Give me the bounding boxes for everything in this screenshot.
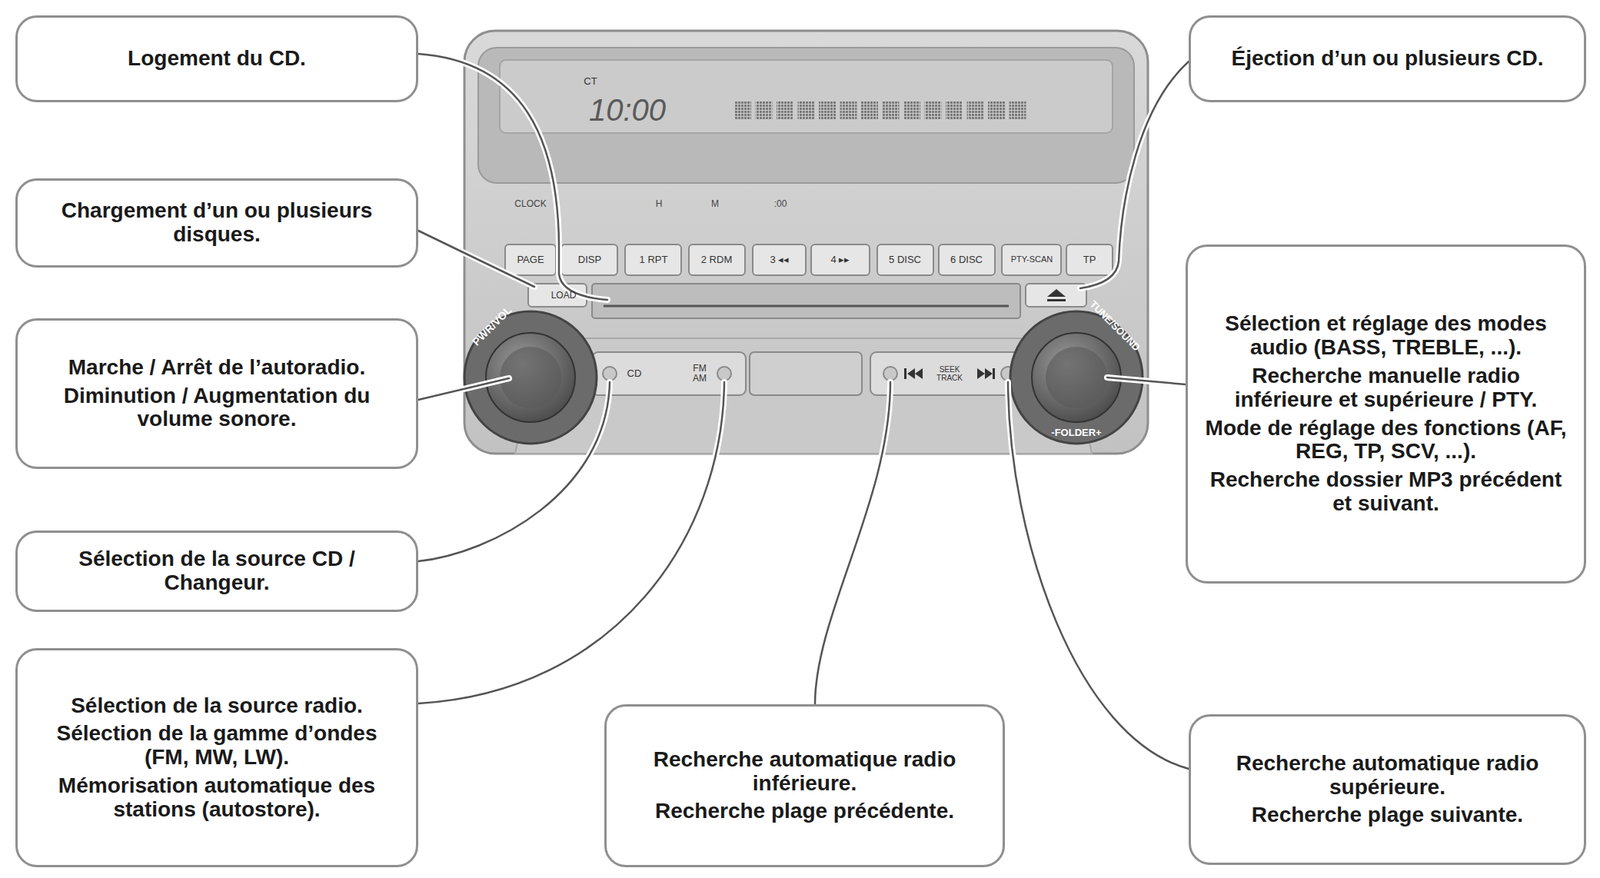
display-cell <box>776 100 794 120</box>
control-label: 3 ◂◂ <box>770 254 790 266</box>
callout-box: Logement du CD. <box>15 15 419 103</box>
display-cell <box>987 100 1005 120</box>
callout-box: Sélection de la source CD / Changeur. <box>15 530 419 613</box>
callout-text: Recherche plage précédente. <box>655 799 955 824</box>
callout-text: Recherche manuelle radio inférieure et s… <box>1201 364 1571 413</box>
cd-slot <box>592 283 1021 319</box>
callout-text: Sélection de la gamme d’ondes (FM, MW, L… <box>31 721 403 770</box>
callout-box: Éjection d’un ou plusieurs CD. <box>1188 15 1587 103</box>
display-cell <box>882 100 900 120</box>
control-label: -FOLDER+ <box>1051 427 1102 439</box>
callout-text: Mémorisation automatique des stations (a… <box>31 774 403 822</box>
display-cell <box>861 100 879 120</box>
callout-text: Éjection d’un ou plusieurs CD. <box>1230 46 1544 71</box>
control-label: DISP <box>578 254 602 266</box>
dot-matrix-display <box>734 100 1027 120</box>
callout-text: Recherche plage suivante. <box>1251 803 1524 828</box>
control-label: :00 <box>774 199 788 210</box>
display-cell <box>1009 100 1027 120</box>
control-label: 4 ▸▸ <box>831 254 851 266</box>
control-label: 1 RPT <box>639 254 669 266</box>
callout-box: Marche / Arrêt de l’autoradio. Diminution… <box>15 318 419 470</box>
callout-text: Recherche dossier MP3 précédent et suiva… <box>1201 468 1571 516</box>
control-label: CLOCK <box>514 199 546 210</box>
display-cell <box>818 100 836 120</box>
callout-box: Sélection de la source radio.Sélection d… <box>15 648 419 868</box>
lower-controls <box>592 352 1025 396</box>
callout-text: Chargement d’un ou plusieurs disques. <box>31 199 403 247</box>
callout-box: Chargement d’un ou plusieurs disques. <box>15 178 419 268</box>
control-label: H <box>655 199 663 210</box>
control-label: PTY-SCAN <box>1011 255 1054 265</box>
leader-lines-halo <box>418 53 1189 769</box>
display-cell <box>903 100 921 120</box>
control-label: 5 DISC <box>888 254 922 266</box>
callout-text: Diminution / Augmentation du volume sono… <box>31 384 403 433</box>
control-label: 6 DISC <box>950 254 983 266</box>
callout-box: Sélection et réglage des modes audio (BA… <box>1185 244 1587 584</box>
control-label: 10:00 <box>588 93 666 127</box>
radio-body <box>464 30 1148 454</box>
callout-text: Sélection et réglage des modes audio (BA… <box>1201 312 1571 360</box>
callout-box: Recherche automatique radio supérieure. R… <box>1188 714 1587 865</box>
display-cell <box>967 100 985 120</box>
callout-text: Logement du CD. <box>127 46 307 71</box>
display-cell <box>734 100 752 120</box>
display-cell <box>840 100 858 120</box>
leader-lines <box>418 53 1189 769</box>
eject-symbol <box>1047 289 1066 302</box>
callout-text: Recherche automatique radio supérieure. <box>1204 751 1571 800</box>
display-cell <box>945 100 963 120</box>
control-label: M <box>711 199 719 210</box>
cd-slot-opening <box>603 305 1009 308</box>
display-cell <box>924 100 942 120</box>
callout-text: Sélection de la source CD / Changeur. <box>31 547 403 596</box>
callout-text: Marche / Arrêt de l’autoradio. <box>68 355 366 380</box>
control-label: PAGE <box>516 254 544 266</box>
control-label: FM AM <box>689 363 710 383</box>
control-label: SEEK TRACK <box>935 365 964 383</box>
display-cell <box>755 100 773 120</box>
callout-text: Recherche automatique radio inférieure. <box>620 748 989 796</box>
control-label: CD <box>627 368 642 380</box>
control-label: LOAD <box>551 290 577 301</box>
callout-box: Recherche automatique radio inférieure. R… <box>604 704 1005 868</box>
control-label: 2 RDM <box>701 254 732 266</box>
control-label: CT <box>583 76 597 87</box>
callout-text: Sélection de la source radio. <box>70 694 363 719</box>
callout-text: Mode de réglage des fonctions (AF, REG, … <box>1201 416 1571 465</box>
control-label: TP <box>1083 254 1097 266</box>
display-cell <box>798 100 815 120</box>
